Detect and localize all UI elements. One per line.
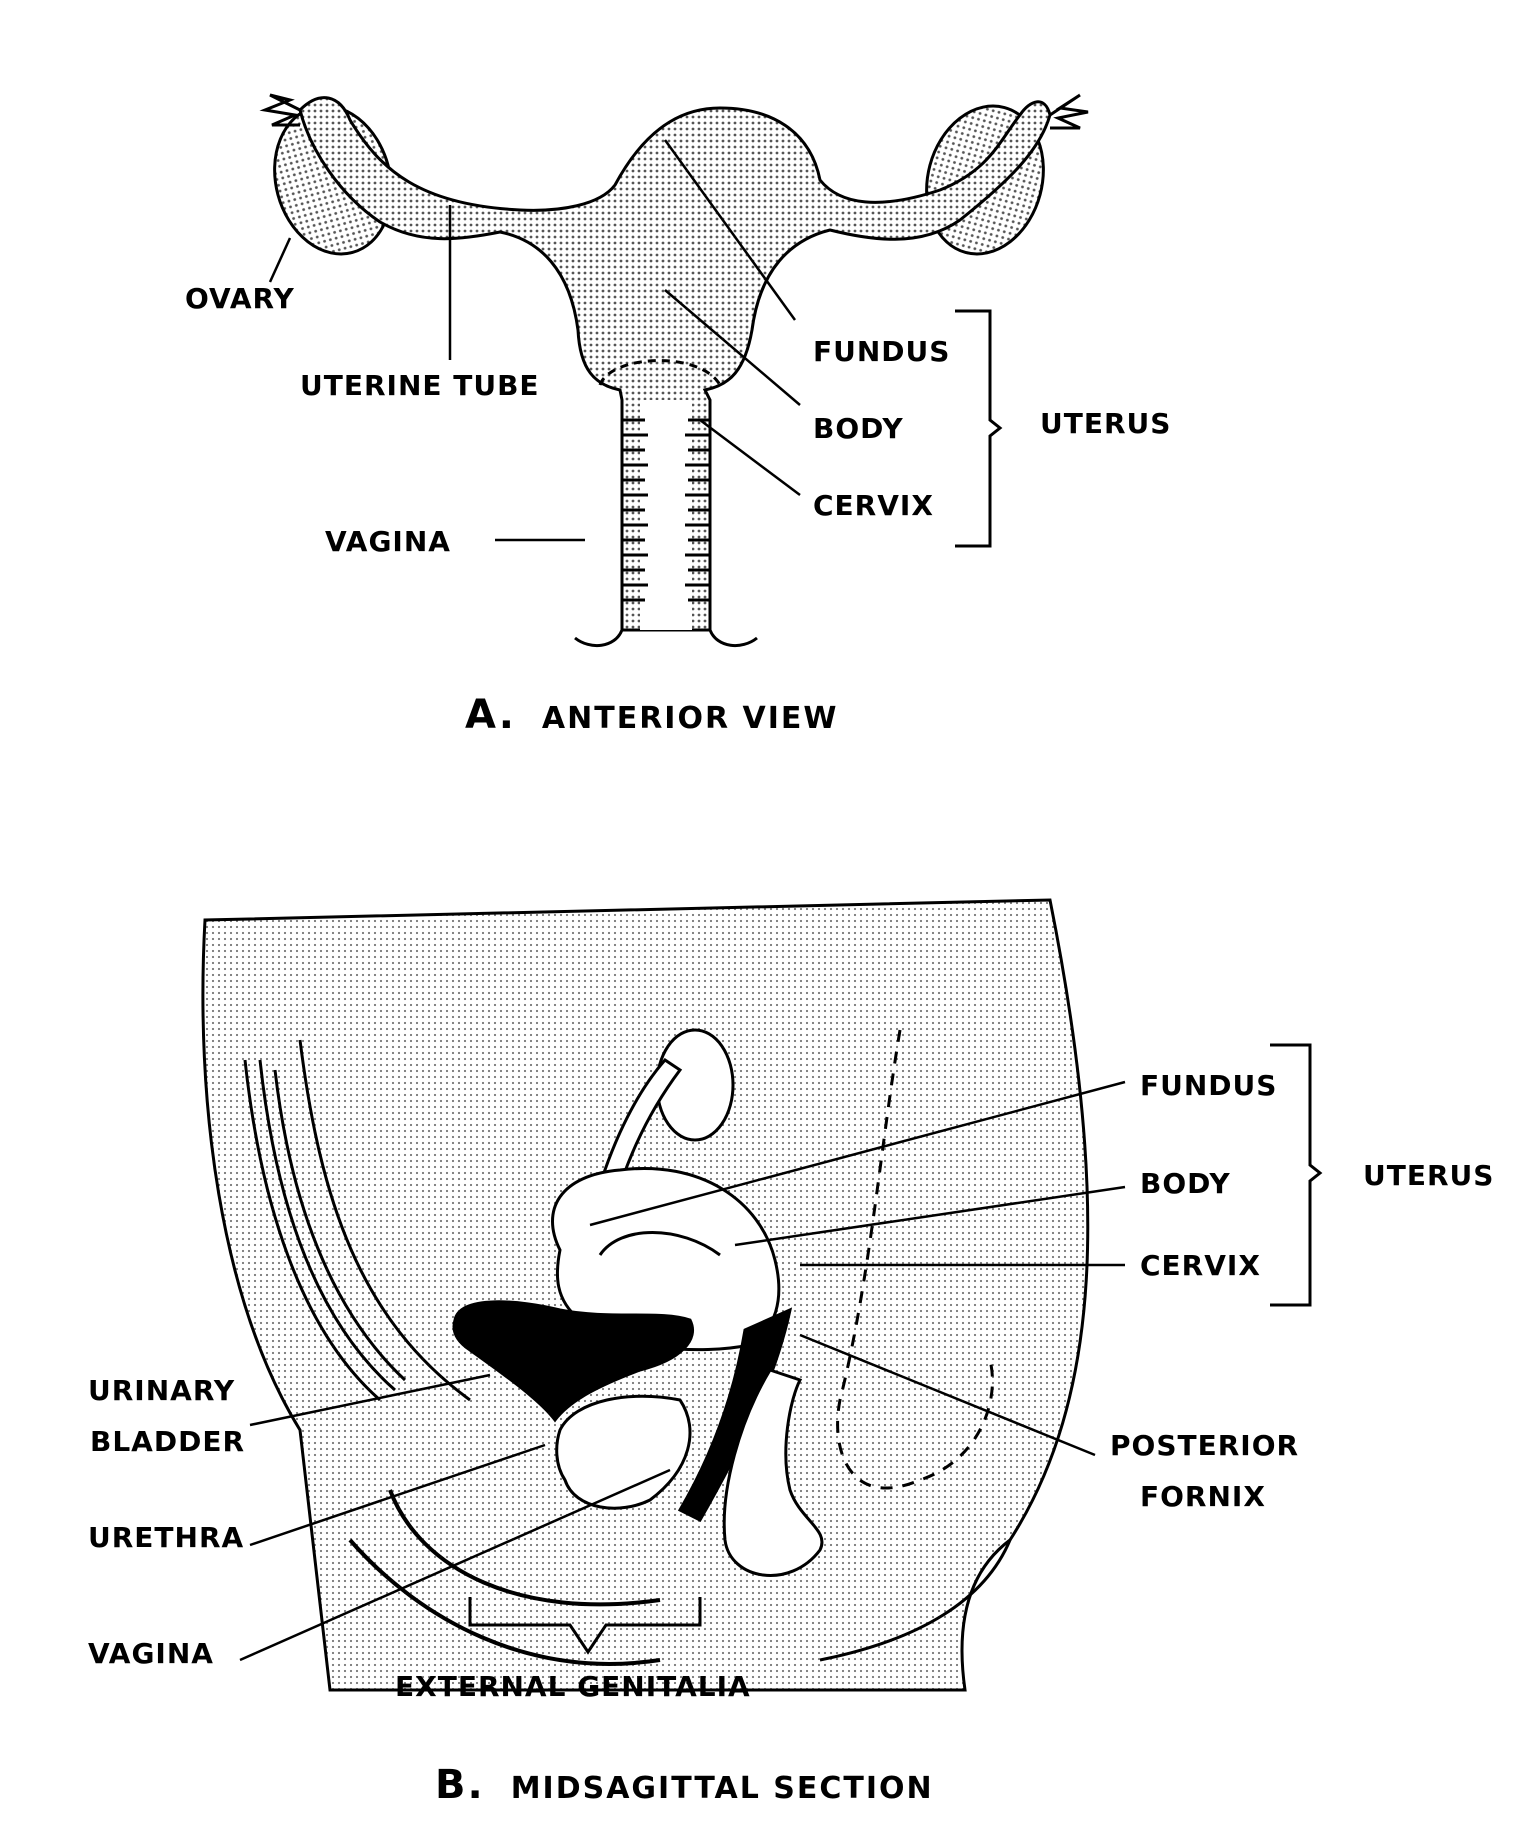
abdominal-wall-lines [243, 1039, 471, 1402]
pubic-region [555, 1394, 692, 1510]
label-urinary: URINARY [88, 1374, 236, 1407]
label-external-genitalia: EXTERNAL GENITALIA [395, 1670, 751, 1703]
label-uterus-b: UTERUS [1363, 1159, 1495, 1192]
panel-a-leader-lines [268, 139, 801, 542]
label-vagina-a: VAGINA [325, 525, 451, 558]
label-body-b: BODY [1140, 1167, 1231, 1200]
label-bladder: BLADDER [90, 1425, 246, 1458]
vagina-opening-left [574, 629, 624, 647]
labia-curve [388, 1489, 661, 1607]
rectum-shape [722, 1368, 824, 1577]
vagina-opening-right [708, 629, 758, 647]
caption-b-text: MIDSAGITTAL SECTION [510, 1771, 934, 1806]
caption-a-text: ANTERIOR VIEW [541, 701, 839, 736]
caption-b-letter: B. [435, 1762, 485, 1808]
label-ovary-a: OVARY [185, 282, 295, 315]
vagina-tube-interior [640, 400, 692, 630]
panel-b-leader-lines [239, 1080, 1126, 1662]
panel-b-uterus-bracket [1270, 1043, 1323, 1307]
caption-a-letter: A. [465, 692, 516, 738]
vagina-b-shape [677, 1307, 793, 1522]
label-cervix-a: CERVIX [813, 489, 934, 522]
panel-a-uterus-bracket [955, 309, 1003, 548]
uterus-b-cavity [598, 1231, 721, 1257]
label-posterior: POSTERIOR [1110, 1429, 1300, 1462]
buttock-curve [819, 1539, 1012, 1662]
right-fimbriae [1049, 93, 1089, 130]
label-urethra: URETHRA [88, 1521, 245, 1554]
left-fimbriae [259, 93, 301, 127]
label-uterine-tube: UTERINE TUBE [300, 369, 540, 402]
label-fundus-a: FUNDUS [813, 335, 951, 368]
uterus-tubes-shape [298, 96, 1052, 632]
external-genitalia-bracket [468, 1597, 702, 1655]
label-cervix-b: CERVIX [1140, 1249, 1261, 1282]
panel-a-anterior-view [259, 93, 1089, 647]
vagina-rugae [622, 418, 710, 602]
panel-b-midsagittal-section [201, 898, 1323, 1692]
label-fornix: FORNIX [1140, 1480, 1266, 1513]
label-uterus-a: UTERUS [1040, 407, 1172, 440]
label-vagina-b: VAGINA [88, 1637, 214, 1670]
caption-b: B. MIDSAGITTAL SECTION [435, 1765, 934, 1805]
caption-a: A. ANTERIOR VIEW [465, 695, 838, 735]
label-fundus-b: FUNDUS [1140, 1069, 1278, 1102]
bladder-b-shape [452, 1300, 694, 1423]
perineum-curve [348, 1538, 661, 1666]
label-body-a: BODY [813, 412, 904, 445]
